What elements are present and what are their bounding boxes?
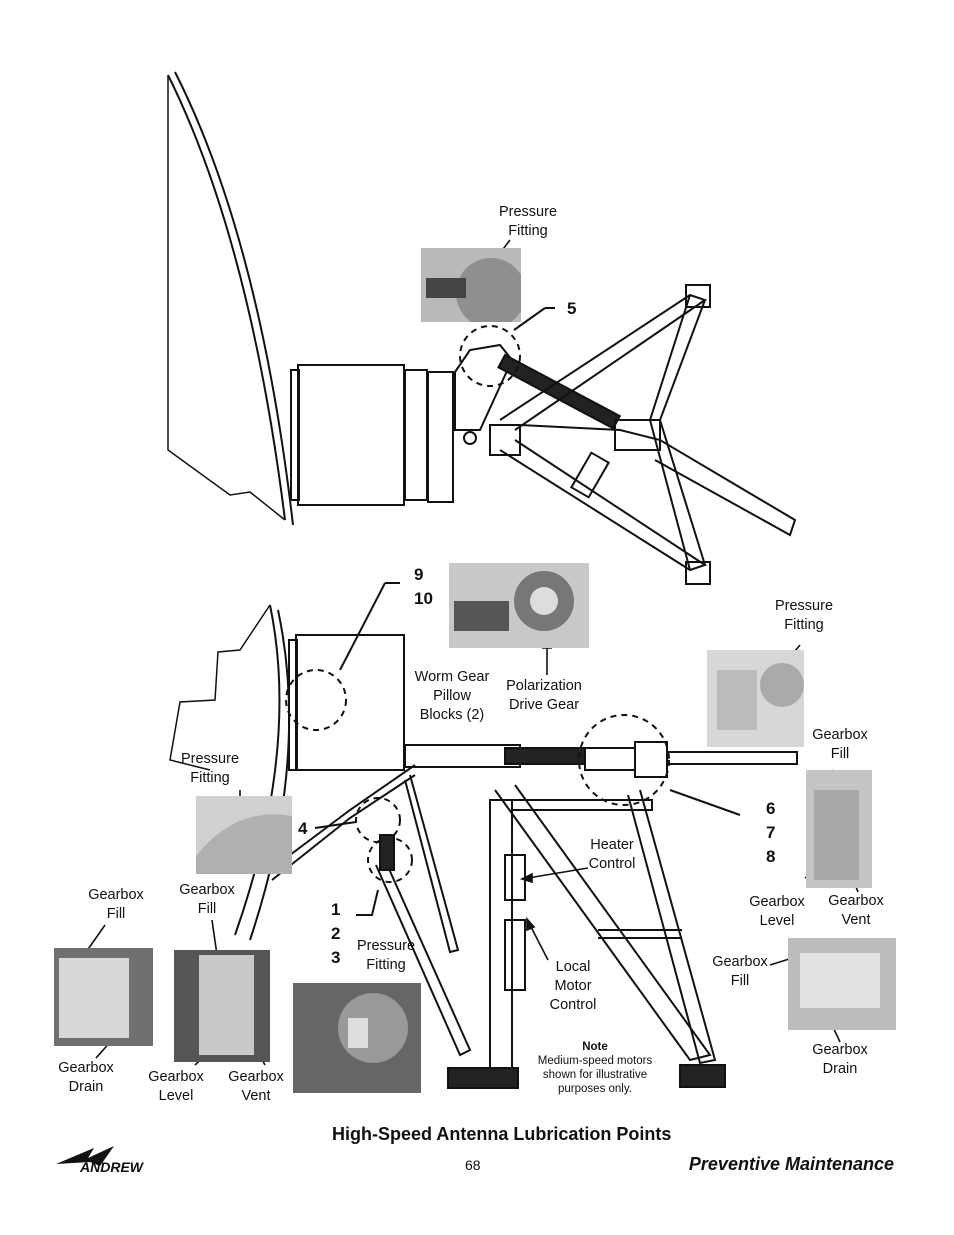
photo-polarization-drive — [449, 563, 589, 648]
label-pressure-fitting-top: Pressure Fitting — [498, 204, 558, 239]
section-title: Preventive Maintenance — [688, 1154, 894, 1174]
photo-gearbox-drain-left — [54, 948, 153, 1046]
reflector-top — [167, 74, 286, 521]
label-gearbox-level-left: Gearbox Level — [148, 1069, 204, 1104]
photo-gearbox-level-vent-left — [174, 950, 270, 1062]
note-line: purposes only. — [558, 1083, 632, 1095]
callout-4: 4 — [298, 819, 308, 838]
label-local-motor-control: Local Motor Control — [549, 959, 597, 1013]
note-line: Medium-speed motors — [537, 1055, 653, 1067]
note-line: shown for illustrative — [542, 1069, 648, 1081]
label-gearbox-level-right: Gearbox Level — [749, 894, 805, 929]
label-gearbox-fill-right: Gearbox Fill — [812, 727, 868, 762]
photo-gearbox-fill-drain-right — [788, 938, 896, 1030]
svg-text:ANDREW: ANDREW — [79, 1159, 145, 1175]
label-gearbox-vent-right: Gearbox Vent — [828, 893, 884, 928]
label-gearbox-vent-left: Gearbox Vent — [228, 1069, 284, 1104]
note-block: Note Medium-speed motors shown for illus… — [520, 1040, 670, 1096]
figure-title: High-Speed Antenna Lubrication Points — [332, 1124, 672, 1144]
label-polarization-drive: Polarization Drive Gear — [506, 678, 582, 713]
label-gearbox-fill-left: Gearbox Fill — [179, 882, 235, 917]
photo-pressure-fitting-right — [707, 650, 804, 747]
photo-gearbox-right — [806, 770, 872, 888]
andrew-logo: ANDREW — [54, 1140, 174, 1180]
page-number: 68 — [465, 1157, 481, 1173]
label-pressure-fitting-left: Pressure Fitting — [180, 751, 240, 786]
photo-pressure-fitting-left — [196, 796, 292, 874]
callout-5: 5 — [567, 299, 577, 318]
label-worm-gear: Worm Gear Pillow Blocks (2) — [414, 669, 490, 723]
label-gearbox-drain-right: Gearbox Drain — [812, 1042, 868, 1077]
label-pressure-fitting-right: Pressure Fitting — [774, 598, 834, 633]
callout-9-10: 9 10 — [414, 565, 433, 608]
photo-pressure-fitting-bottom — [293, 983, 421, 1093]
label-gearbox-fill-lower-right: Gearbox Fill — [712, 954, 768, 989]
label-gearbox-drain-left: Gearbox Drain — [58, 1060, 114, 1095]
label-pressure-fitting-bottom: Pressure Fitting — [356, 938, 416, 973]
note-heading: Note — [582, 1041, 608, 1053]
label-heater-control: Heater Control — [588, 837, 636, 872]
label-gearbox-fill-far-left: Gearbox Fill — [88, 887, 144, 922]
photo-pressure-fitting-top — [421, 248, 521, 322]
callout-1-2-3: 1 2 3 — [331, 900, 341, 967]
callout-6-7-8: 6 7 8 — [766, 799, 776, 866]
